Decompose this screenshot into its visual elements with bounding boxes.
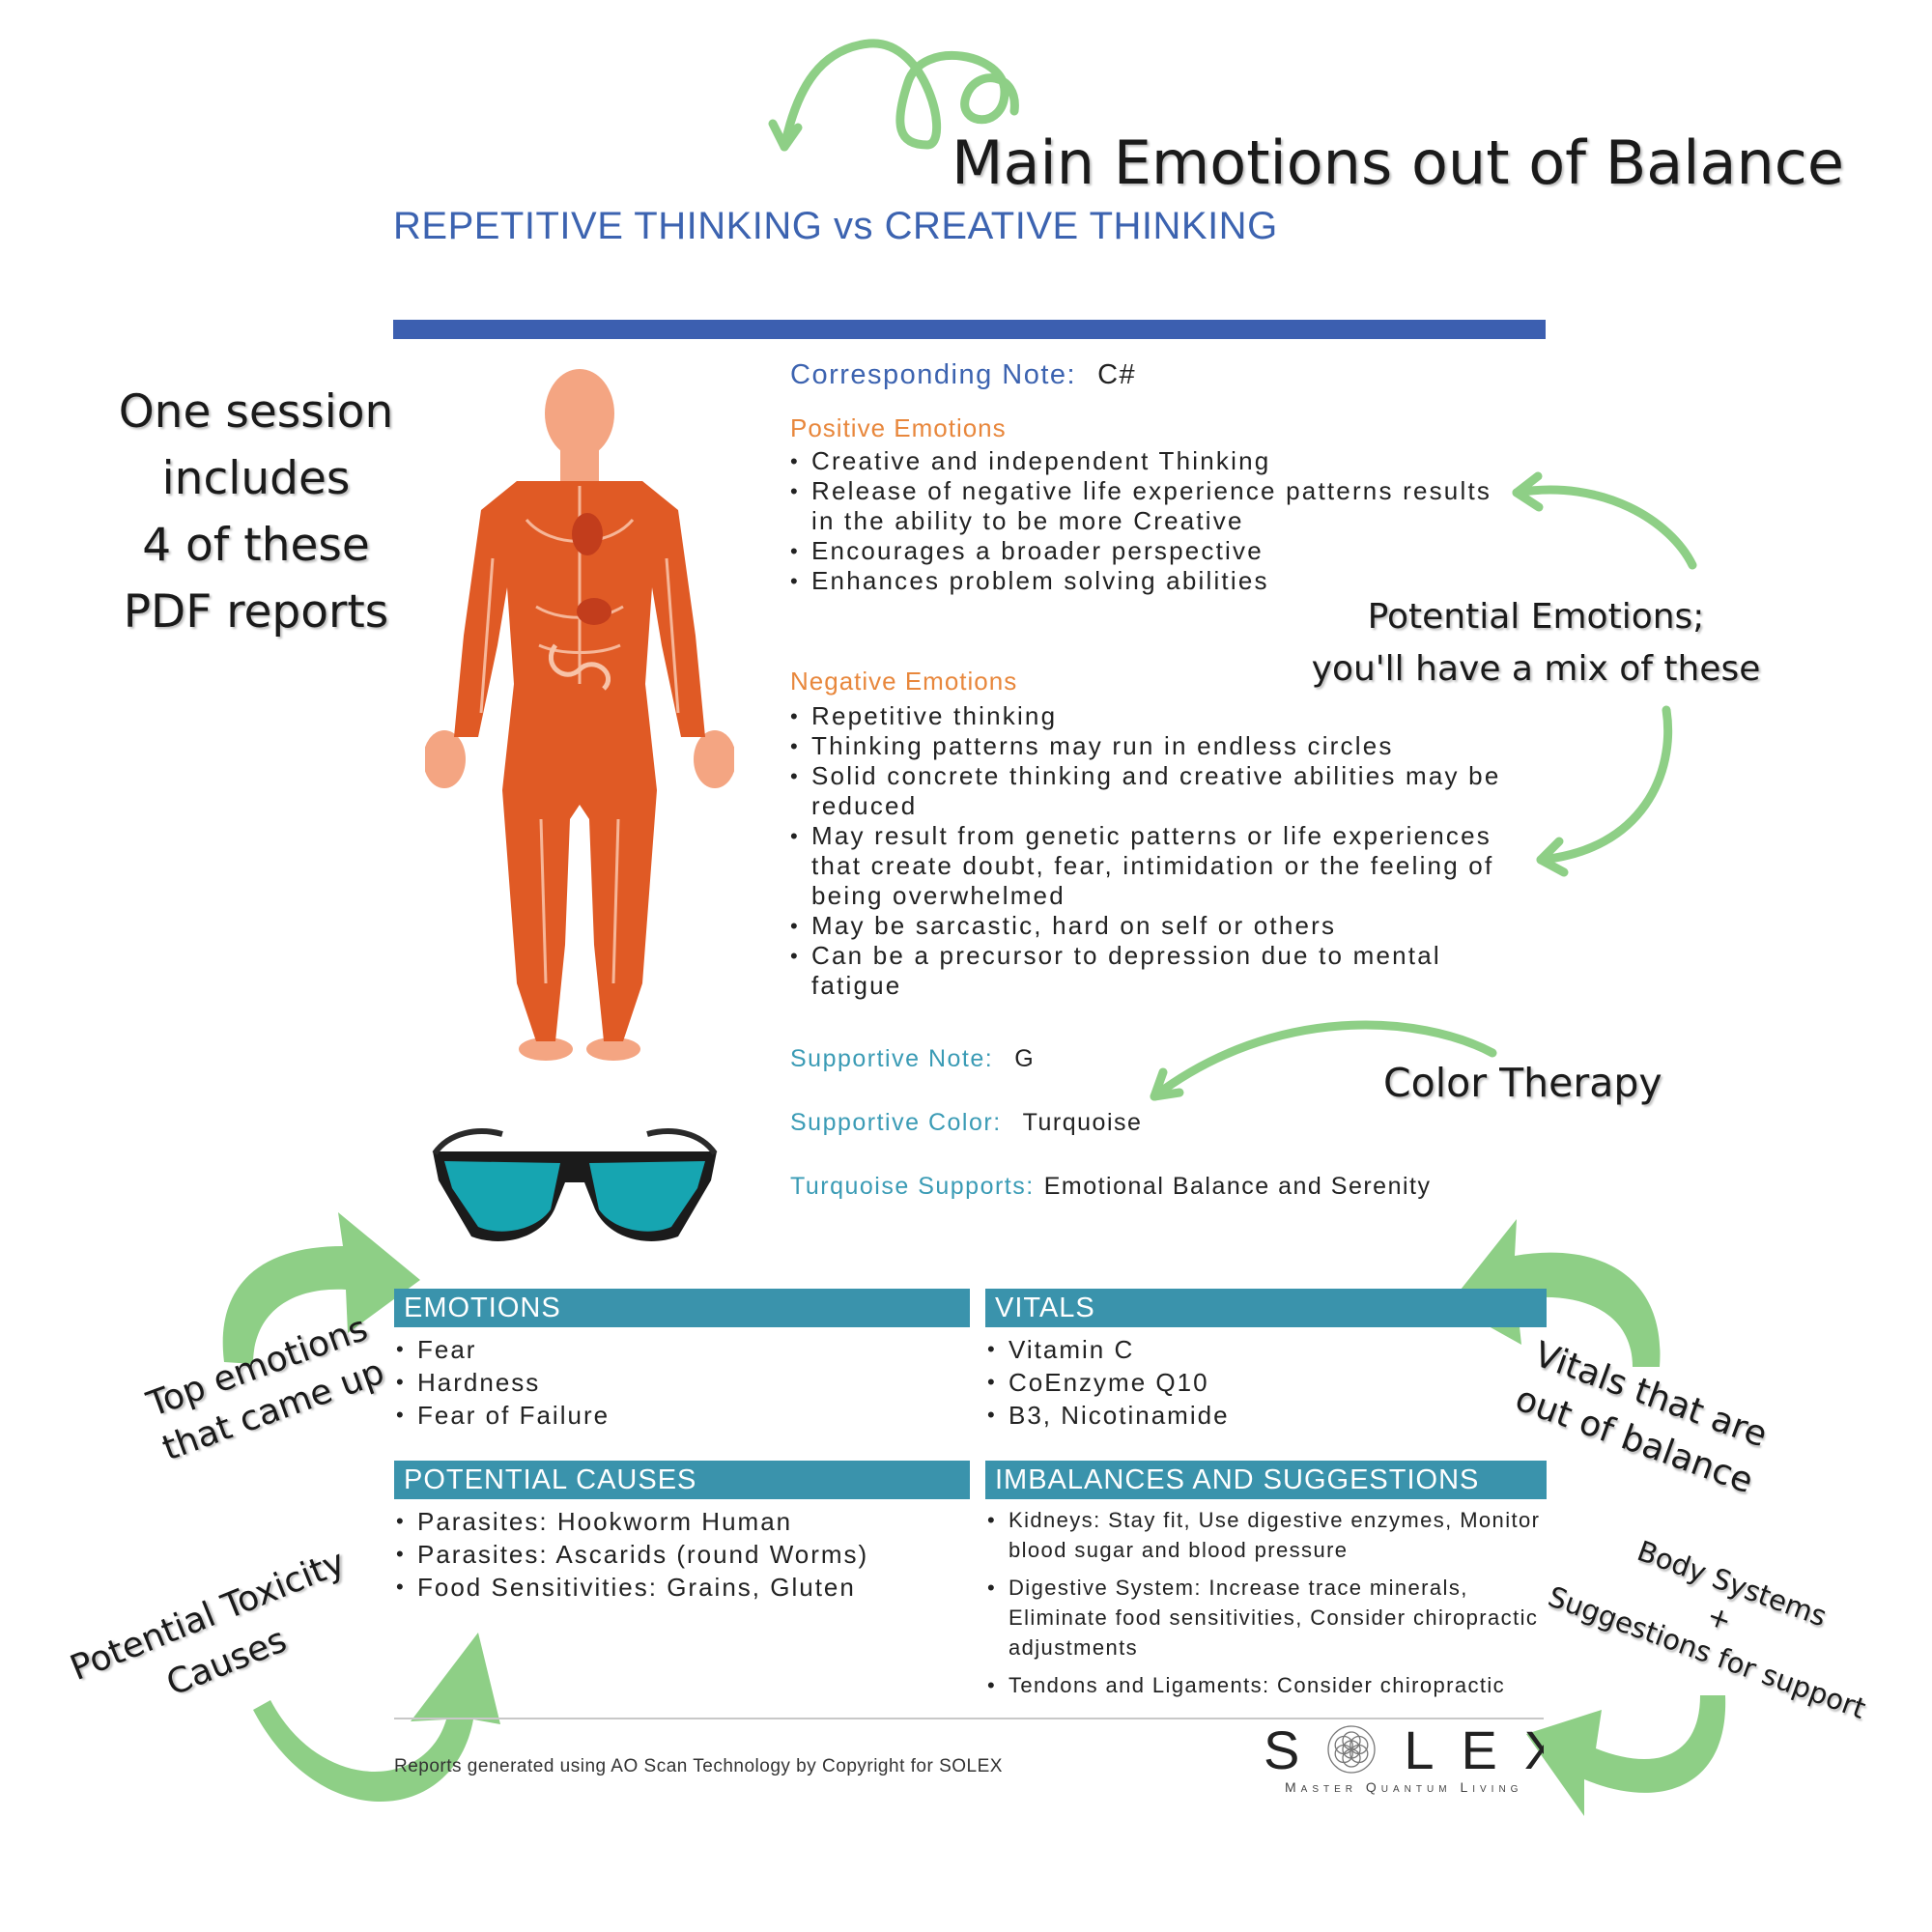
imbalances-list: Kidneys: Stay fit, Use digestive enzymes… bbox=[987, 1505, 1548, 1698]
supportive-note-label: Supportive Note: bbox=[790, 1045, 994, 1072]
potential-causes-list: Parasites: Hookworm Human Parasites: Asc… bbox=[396, 1505, 956, 1604]
imbalance-item: Kidneys: Stay fit, Use digestive enzymes… bbox=[987, 1505, 1548, 1565]
potential-causes-header: POTENTIAL CAUSES bbox=[394, 1461, 970, 1499]
supportive-color-label: Supportive Color: bbox=[790, 1109, 1002, 1136]
cause-item: Food Sensitivities: Grains, Gluten bbox=[396, 1571, 956, 1604]
supportive-color: Supportive Color: Turquoise bbox=[790, 1109, 1142, 1137]
vital-item: Vitamin C bbox=[987, 1333, 1528, 1366]
imbalance-item: Tendons and Ligaments: Consider chiropra… bbox=[987, 1670, 1548, 1698]
supportive-note-value: G bbox=[1014, 1045, 1036, 1072]
positive-emotion-item: Creative and independent Thinking bbox=[790, 446, 1524, 476]
title-rule bbox=[393, 320, 1546, 339]
vitals-arrow bbox=[1449, 1219, 1661, 1367]
imbalances-header: IMBALANCES AND SUGGESTIONS bbox=[985, 1461, 1547, 1499]
session-line: includes bbox=[161, 452, 351, 505]
corresponding-note: Corresponding Note: C# bbox=[790, 359, 1136, 391]
emotion-item: Hardness bbox=[396, 1366, 956, 1399]
negative-emotions-heading: Negative Emotions bbox=[790, 667, 1018, 696]
potential-emotions-upper-arrow bbox=[1512, 485, 1697, 570]
imbalances-clip: Kidneys: Stay fit, Use digestive enzymes… bbox=[987, 1505, 1630, 1698]
potential-emotions-note: Potential Emotions; you'll have a mix of… bbox=[1275, 591, 1797, 696]
session-line: 4 of these bbox=[142, 519, 370, 572]
corresponding-note-value: C# bbox=[1097, 359, 1137, 390]
flower-of-life-icon bbox=[1327, 1725, 1377, 1774]
anatomy-figure bbox=[425, 369, 734, 1061]
logo-letter: X bbox=[1524, 1721, 1544, 1780]
session-note: One session includes 4 of these PDF repo… bbox=[92, 379, 420, 645]
supportive-color-value: Turquoise bbox=[1022, 1109, 1143, 1136]
negative-emotion-item: Thinking patterns may run in endless cir… bbox=[790, 731, 1539, 761]
main-heading: Main Emotions out of Balance bbox=[952, 128, 1844, 198]
emotions-list: Fear Hardness Fear of Failure bbox=[396, 1333, 956, 1432]
positive-emotions-list: Creative and independent Thinking Releas… bbox=[790, 446, 1524, 596]
negative-emotions-list: Repetitive thinking Thinking patterns ma… bbox=[790, 701, 1539, 1001]
cause-item: Parasites: Ascarids (round Worms) bbox=[396, 1538, 956, 1571]
negative-emotion-item: Can be a precursor to depression due to … bbox=[790, 941, 1539, 1001]
toxicity-arrow bbox=[253, 1633, 500, 1802]
positive-emotion-item: Enhances problem solving abilities bbox=[790, 566, 1524, 596]
color-therapy-glasses bbox=[432, 1128, 718, 1241]
negative-emotion-item: May be sarcastic, hard on self or others bbox=[790, 911, 1539, 941]
vitals-list: Vitamin C CoEnzyme Q10 B3, Nicotinamide bbox=[987, 1333, 1528, 1432]
logo-letter: E bbox=[1461, 1721, 1524, 1780]
positive-emotion-item: Release of negative life experience patt… bbox=[790, 476, 1524, 536]
turquoise-supports-label: Turquoise Supports: bbox=[790, 1173, 1035, 1200]
corresponding-note-label: Corresponding Note: bbox=[790, 359, 1077, 390]
footer-rule bbox=[394, 1718, 1544, 1719]
positive-emotions-heading: Positive Emotions bbox=[790, 413, 1007, 442]
logo-letter: L bbox=[1404, 1721, 1462, 1780]
footer-text: Reports generated using AO Scan Technolo… bbox=[394, 1756, 1003, 1776]
logo-wordmark: S LEX bbox=[1264, 1721, 1544, 1779]
session-line: PDF reports bbox=[123, 585, 389, 639]
imbalance-item: Digestive System: Increase trace mineral… bbox=[987, 1573, 1548, 1662]
emotions-header: EMOTIONS bbox=[394, 1289, 970, 1327]
supportive-note: Supportive Note: G bbox=[790, 1045, 1035, 1073]
negative-emotion-item: Repetitive thinking bbox=[790, 701, 1539, 731]
emotion-item: Fear bbox=[396, 1333, 956, 1366]
top-emotions-arrow bbox=[222, 1212, 420, 1364]
logo-letter: S bbox=[1264, 1721, 1327, 1780]
negative-emotion-item: Solid concrete thinking and creative abi… bbox=[790, 761, 1539, 821]
session-line: One session bbox=[118, 385, 394, 439]
vital-item: CoEnzyme Q10 bbox=[987, 1366, 1528, 1399]
vitals-header: VITALS bbox=[985, 1289, 1547, 1327]
positive-emotion-item: Encourages a broader perspective bbox=[790, 536, 1524, 566]
color-therapy-arrow bbox=[1150, 1020, 1497, 1101]
logo-tagline: Master Quantum Living bbox=[1285, 1779, 1523, 1795]
turquoise-supports-value: Emotional Balance and Serenity bbox=[1043, 1173, 1432, 1200]
loop-arrow bbox=[780, 39, 1019, 152]
potential-emotions-line: Potential Emotions; bbox=[1367, 597, 1705, 637]
negative-emotion-item: May result from genetic patterns or life… bbox=[790, 821, 1539, 911]
potential-emotions-line: you'll have a mix of these bbox=[1311, 649, 1761, 689]
color-therapy-note: Color Therapy bbox=[1383, 1060, 1662, 1106]
solex-logo: S LEX Master Quantum Living bbox=[1264, 1721, 1544, 1799]
report-title: REPETITIVE THINKING vs CREATIVE THINKING bbox=[393, 205, 1278, 247]
potential-emotions-lower-arrow bbox=[1536, 705, 1673, 865]
vital-item: B3, Nicotinamide bbox=[987, 1399, 1528, 1432]
cause-item: Parasites: Hookworm Human bbox=[396, 1505, 956, 1538]
turquoise-supports: Turquoise Supports: Emotional Balance and… bbox=[790, 1173, 1431, 1201]
body-systems-arrow bbox=[1526, 1695, 1726, 1816]
emotion-item: Fear of Failure bbox=[396, 1399, 956, 1432]
